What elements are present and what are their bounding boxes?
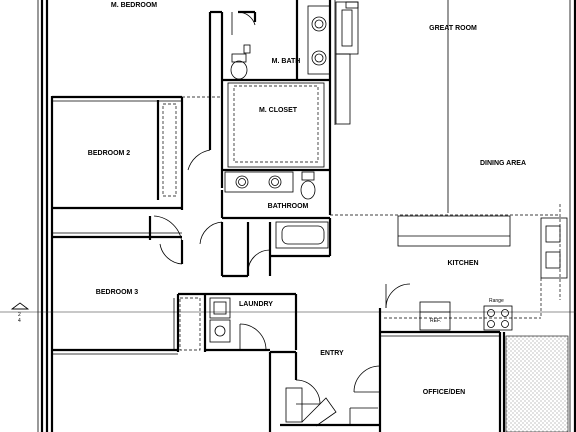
closet-shelving	[233, 85, 319, 163]
label-master-bath: M. BATH	[272, 58, 301, 65]
entry-walls	[270, 332, 382, 432]
label-bedroom-2: BEDROOM 2	[88, 150, 131, 157]
bedroom-3-walls	[52, 240, 207, 355]
range-label: Range	[489, 298, 504, 304]
master-bath-fixtures	[230, 1, 359, 125]
ref-label: REF.	[430, 318, 441, 324]
label-bedroom-3: BEDROOM 3	[96, 289, 139, 296]
kitchen-fixtures: Range REF.	[330, 214, 568, 333]
bedroom-2-walls	[52, 97, 212, 245]
exterior-walls	[37, 0, 576, 432]
label-kitchen: KITCHEN	[447, 260, 478, 267]
label-great-room: GREAT ROOM	[429, 25, 477, 32]
laundry-walls	[205, 292, 298, 352]
office-walls	[378, 283, 500, 337]
section-mark-top: 2	[18, 312, 21, 318]
label-master-bedroom: M. BEDROOM	[111, 2, 157, 9]
bathroom-walls	[199, 171, 332, 278]
section-marker: 2 4	[10, 302, 30, 324]
great-room-boundaries	[182, 0, 561, 300]
label-dining-area: DINING AREA	[480, 160, 526, 167]
label-office-den: OFFICE/DEN	[423, 389, 465, 396]
label-laundry: LAUNDRY	[239, 301, 273, 308]
label-entry: ENTRY	[320, 350, 344, 357]
label-bathroom: BATHROOM	[268, 203, 309, 210]
room-labels: M. BEDROOM M. BATH M. CLOSET GREAT ROOM …	[88, 2, 526, 396]
porch-hatch	[505, 335, 569, 432]
label-master-closet: M. CLOSET	[259, 107, 298, 114]
section-mark-bottom: 4	[18, 318, 21, 324]
